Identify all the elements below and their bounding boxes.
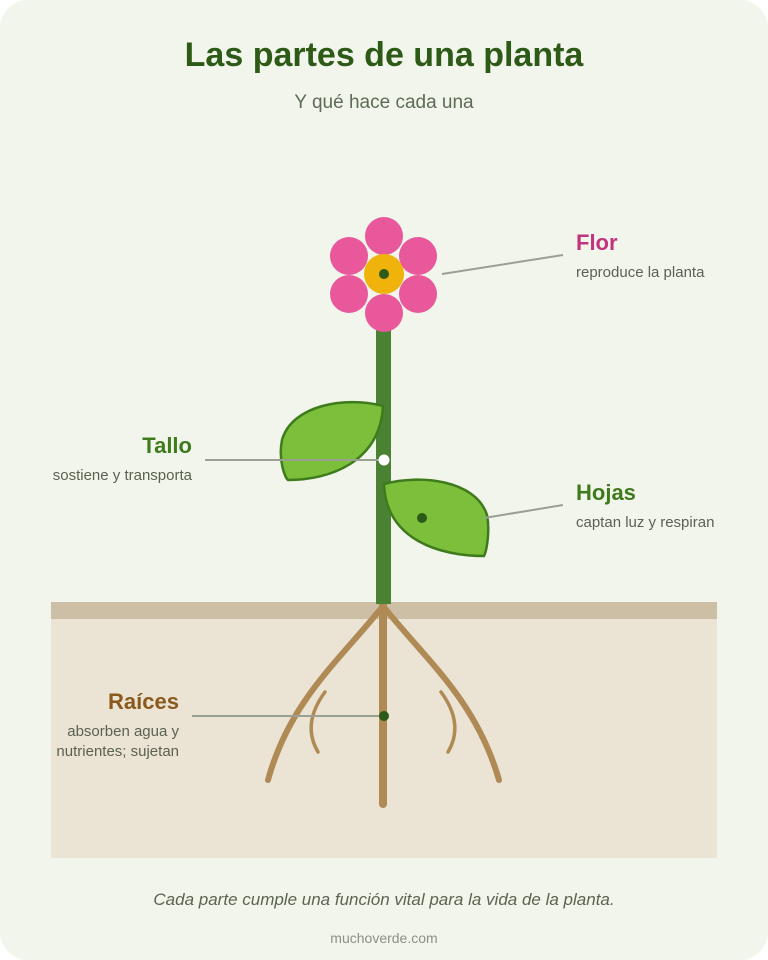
label-hojas-title: Hojas <box>576 480 636 505</box>
flower-group <box>330 217 437 332</box>
leaf-lower <box>382 478 490 558</box>
page-subtitle: Y qué hace cada una <box>294 92 474 113</box>
marker-raices <box>379 711 389 721</box>
label-raices-title: Raíces <box>108 689 179 714</box>
leader-line-hojas <box>483 504 564 519</box>
rootlet-left <box>309 690 327 754</box>
roots-group <box>265 600 502 808</box>
page-title: Las partes de una planta <box>184 36 584 74</box>
label-tallo-desc: sostiene y transporta <box>52 467 192 484</box>
leader-lines <box>192 254 564 717</box>
root-right <box>380 603 502 783</box>
petal <box>330 237 368 275</box>
label-raices-desc-line1: absorben agua y <box>67 723 179 740</box>
root-left <box>265 603 386 783</box>
label-hojas-desc: captan luz y respiran <box>576 514 715 531</box>
petal <box>365 217 403 255</box>
petal <box>399 275 437 313</box>
petal <box>365 294 403 332</box>
rootlet-right <box>439 690 457 754</box>
marker-hojas <box>417 513 427 523</box>
label-flor-title: Flor <box>576 230 618 255</box>
petal <box>399 237 437 275</box>
label-tallo-title: Tallo <box>142 433 192 458</box>
petal <box>330 275 368 313</box>
marker-flor <box>379 269 389 279</box>
caption: Cada parte cumple una función vital para… <box>153 890 615 909</box>
leader-line-flor <box>441 254 564 275</box>
label-flor-desc: reproduce la planta <box>576 264 705 281</box>
label-raices-desc-line2: nutrientes; sujetan <box>56 743 179 760</box>
leaf-upper <box>279 400 385 482</box>
source-credit: muchoverde.com <box>330 930 438 946</box>
marker-tallo <box>378 454 390 466</box>
